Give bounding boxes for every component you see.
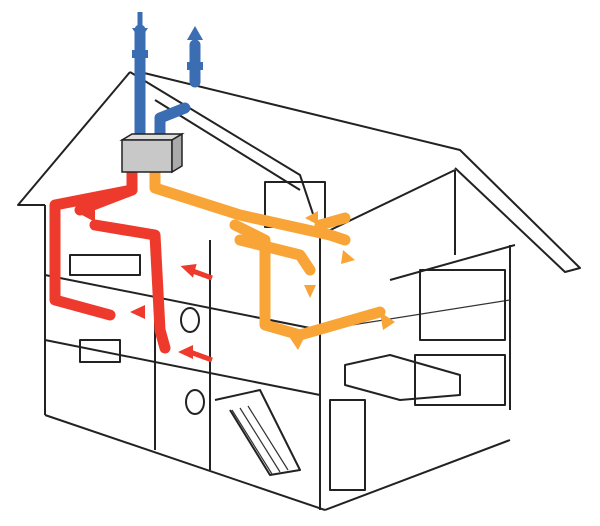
arrow-icon (180, 264, 197, 278)
upper-window (419, 269, 506, 341)
arrow-icon (290, 338, 304, 350)
sofa (344, 354, 461, 401)
fresh-air-ducts (132, 12, 203, 141)
house-outline (17, 71, 581, 511)
arrow-icon (341, 250, 355, 264)
toilet-lower (185, 389, 205, 415)
stove (79, 339, 121, 363)
arrow-down-icon (132, 28, 148, 40)
door (329, 399, 366, 491)
arrow-icon (305, 211, 318, 225)
bathtub (69, 254, 141, 276)
arrow-up-icon (187, 26, 203, 40)
arrow-icon (380, 312, 395, 330)
heat-recovery-unit-icon (119, 132, 185, 174)
arrow-icon (130, 305, 145, 319)
exhaust-ducts (49, 164, 213, 363)
arrow-icon (178, 345, 193, 359)
arrow-icon (82, 208, 95, 222)
supply-ducts (149, 162, 395, 350)
arrow-icon (304, 285, 316, 298)
lower-window (414, 354, 506, 406)
toilet-upper (180, 307, 200, 333)
